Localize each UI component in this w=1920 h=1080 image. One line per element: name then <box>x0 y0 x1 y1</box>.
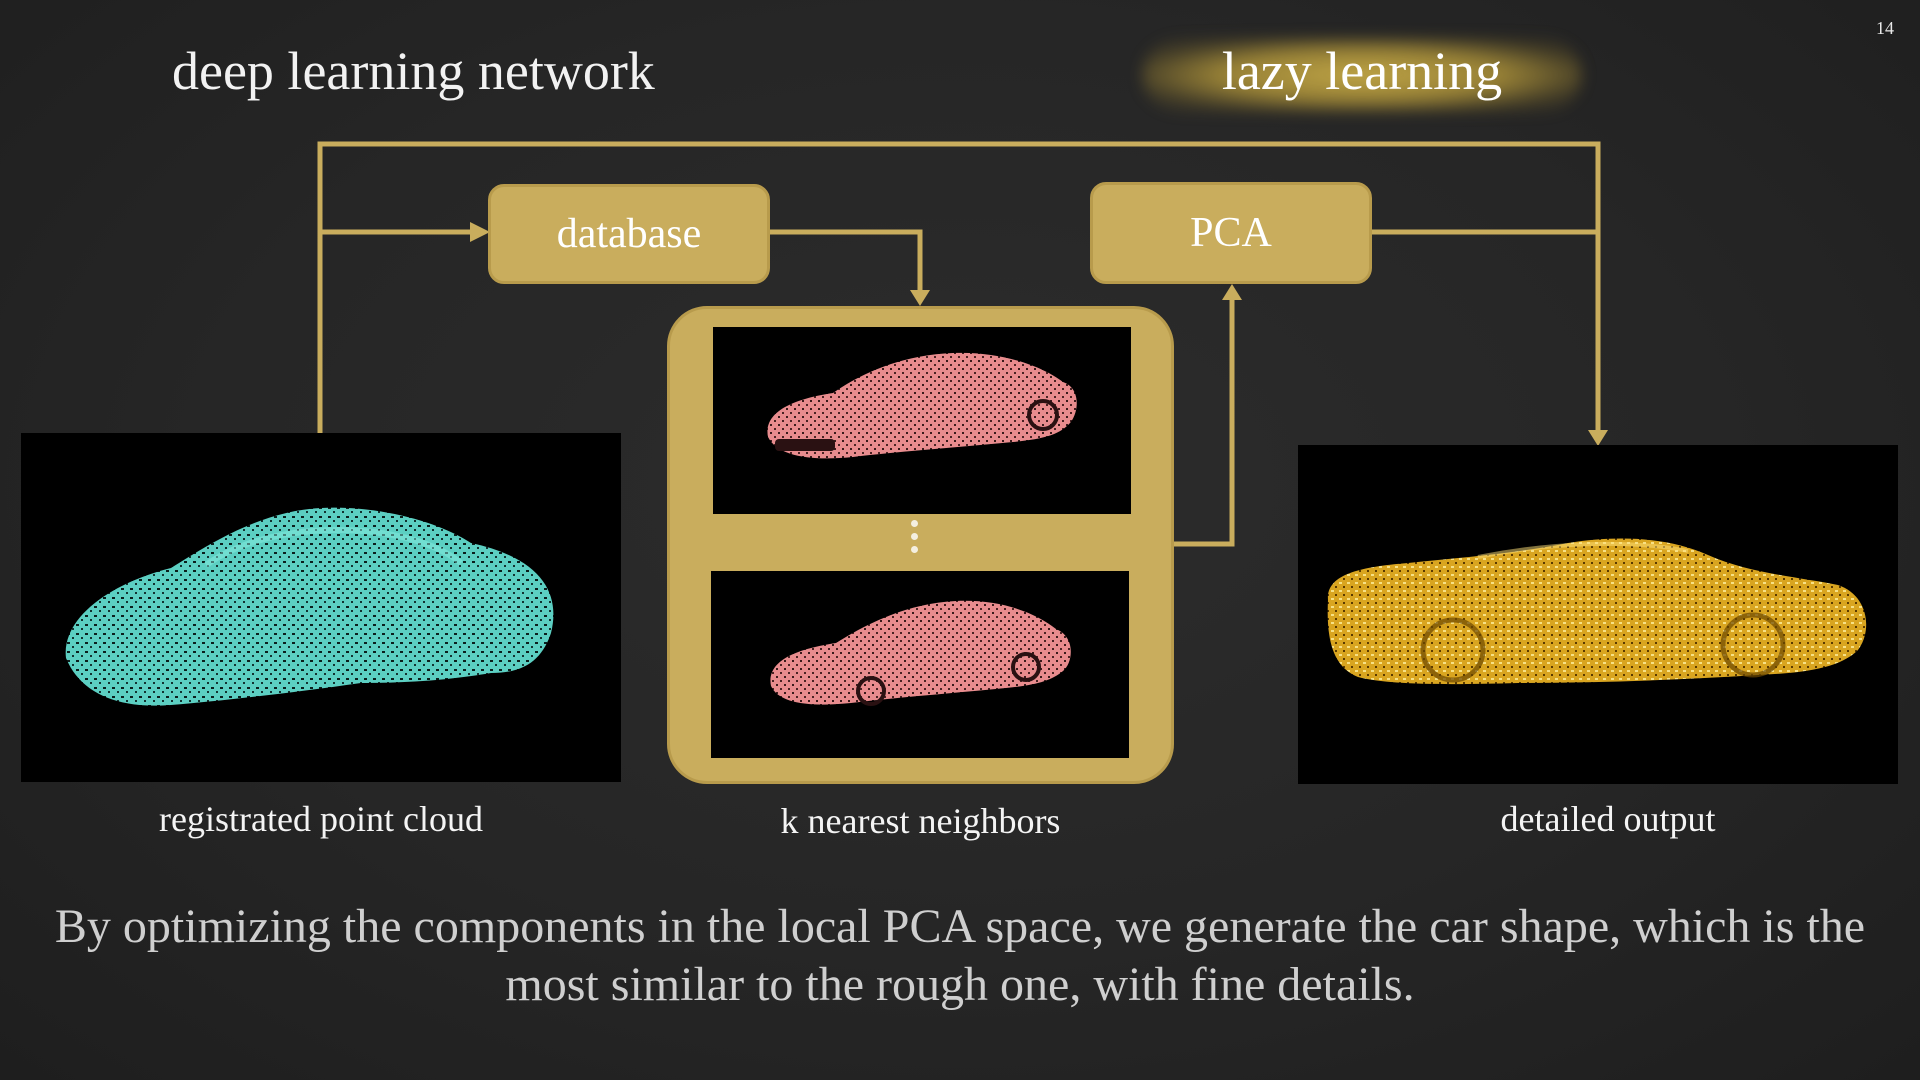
arrowhead-knn <box>910 290 930 306</box>
slide-number: 14 <box>1876 18 1894 38</box>
input-point-cloud-image <box>21 433 621 782</box>
database-node: database <box>488 184 770 284</box>
connector-database-to-knn <box>770 229 923 292</box>
neighbor-point-cloud-image <box>713 327 1131 514</box>
lazy-learning-highlight <box>1142 38 1582 112</box>
caption-k-nearest-neighbors: k nearest neighbors <box>780 801 1061 841</box>
heading-lazy-learning: lazy learning <box>1221 41 1503 101</box>
top-loop-connector <box>317 141 1601 433</box>
connector-knn-to-pca <box>1174 298 1235 547</box>
caption-detailed-output: detailed output <box>1500 799 1716 839</box>
arrowhead-output <box>1588 430 1608 446</box>
arrowhead-pca <box>1222 284 1242 300</box>
heading-deep-learning: deep learning network <box>172 41 655 101</box>
arrowhead-database <box>470 222 490 242</box>
vertical-ellipsis-icon <box>908 520 920 559</box>
caption-registrated-point-cloud: registrated point cloud <box>159 799 483 839</box>
output-point-cloud-image <box>1298 445 1898 784</box>
neighbor-point-cloud-image <box>711 571 1129 758</box>
pca-node: PCA <box>1090 182 1372 284</box>
slide-description: By optimizing the components in the loca… <box>54 900 1866 1011</box>
